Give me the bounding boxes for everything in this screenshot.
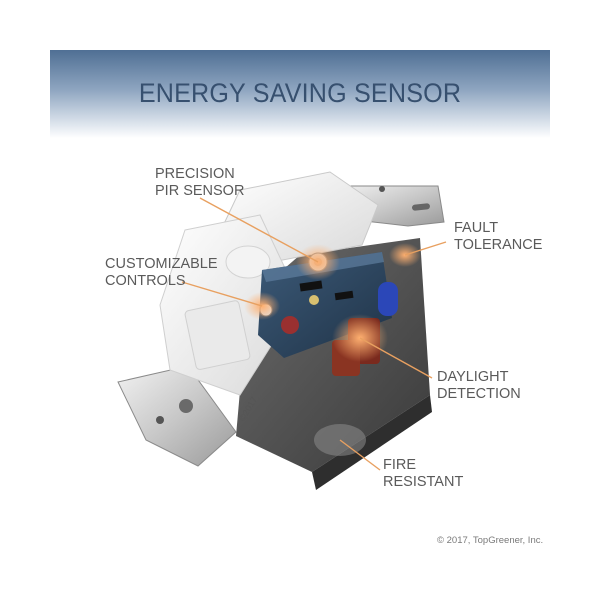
callout-customizable-controls-line2: CONTROLS xyxy=(105,273,186,289)
callout-fire-resistant: FIRE RESISTANT xyxy=(383,457,463,491)
front-housing xyxy=(159,171,379,396)
callout-daylight-detection-line2: DETECTION xyxy=(437,386,521,402)
callout-pir-sensor-line1: PRECISION xyxy=(155,166,235,182)
callout-leader-lines xyxy=(181,197,447,471)
callout-daylight-detection-line1: DAYLIGHT xyxy=(437,369,509,385)
callout-customizable-controls-line1: CUSTOMIZABLE xyxy=(105,256,218,272)
callout-customizable-controls: CUSTOMIZABLE CONTROLS xyxy=(105,256,218,290)
banner-title: ENERGY SAVING SENSOR xyxy=(138,78,462,108)
callout-fault-tolerance: FAULT TOLERANCE xyxy=(454,220,542,254)
callout-fire-resistant-line2: RESISTANT xyxy=(383,474,464,490)
callout-pir-sensor: PRECISION PIR SENSOR xyxy=(155,166,244,200)
leader-fire-resistant xyxy=(339,439,381,471)
leader-fault-tolerance xyxy=(404,241,447,256)
callout-pir-sensor-line2: PIR SENSOR xyxy=(155,183,245,199)
callout-fault-tolerance-line1: FAULT xyxy=(454,220,499,236)
leader-customizable-controls xyxy=(181,281,263,307)
leader-daylight-detection xyxy=(359,337,433,379)
callout-daylight-detection: DAYLIGHT DETECTION xyxy=(437,369,521,403)
callout-fire-resistant-line1: FIRE xyxy=(383,457,417,473)
leader-pir-sensor xyxy=(199,197,319,263)
title-banner: ENERGY SAVING SENSOR xyxy=(50,50,550,138)
copyright-notice: © 2017, TopGreener, Inc. xyxy=(437,535,544,546)
callout-fault-tolerance-line2: TOLERANCE xyxy=(454,237,543,253)
